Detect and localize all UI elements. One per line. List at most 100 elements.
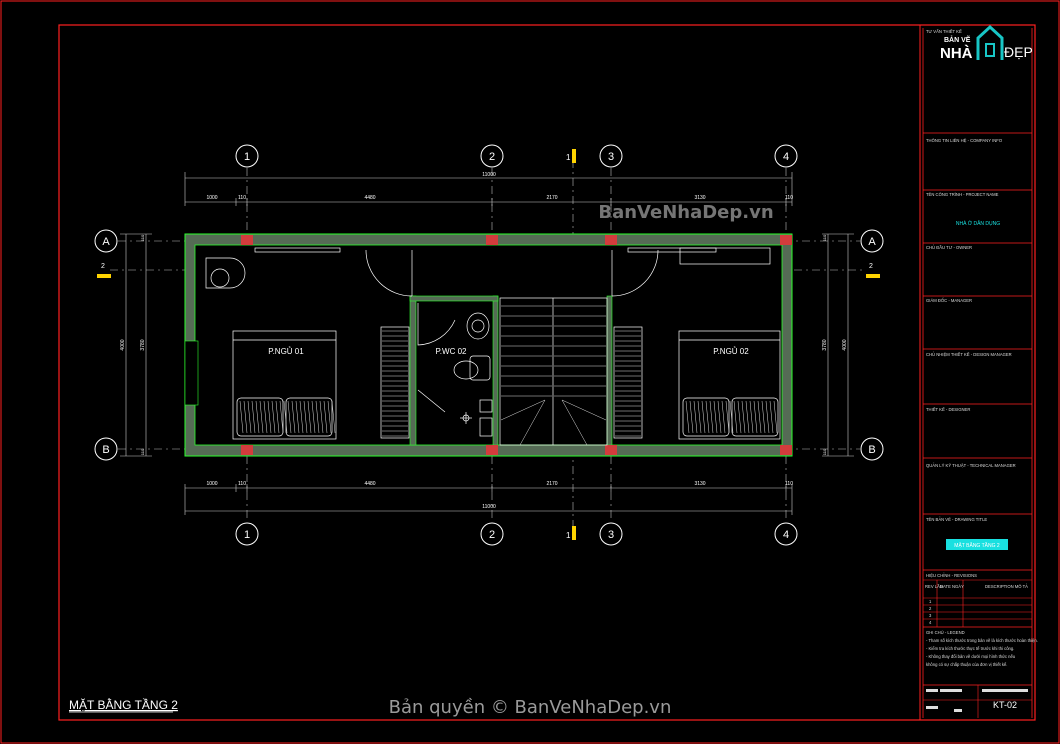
svg-text:1: 1 [244,529,250,541]
quilt-hatch [267,400,272,434]
quilt-hatch [757,400,762,434]
quilt-hatch [753,400,758,434]
logo-line2: NHÀ [940,45,973,62]
quilt-hatch [697,400,702,434]
svg-text:1: 1 [244,151,250,163]
quilt-hatch [295,400,300,434]
section-mark-2-right: 2 [869,263,873,270]
grid-bubble-a-right: A [860,229,884,253]
tb-note: - Kiểm tra kích thước thực tế trước khi … [926,646,1014,651]
stair-winder [500,399,546,421]
dim-left-outer: 4000 [120,339,126,350]
quilt-hatch [689,400,694,434]
logo: BẢN VẼ NHÀ ĐẸP [940,24,1033,62]
quilt-hatch [319,400,324,434]
tb-rev-row: 3 [929,613,932,618]
svg-text:B: B [102,444,109,456]
logo-line3: ĐẸP [1004,44,1033,60]
building-walls [184,233,793,457]
dim-left-small-top: 110 [140,234,145,241]
section-mark-2-left: 2 [101,263,105,270]
tb-header: TƯ VẤN THIẾT KẾ [926,29,962,34]
grid-bubble-a-left: A [94,229,118,253]
quilt-hatch [761,400,766,434]
quilt-hatch [733,400,738,434]
dim-right-small-top: 110 [822,234,827,241]
quilt-hatch [717,400,722,434]
tb-rev-col3: DESCRIPTION MÔ TẢ [985,584,1028,589]
room-label-bedroom-2: P.NGỦ 02 [713,347,749,356]
dim-right-outer: 4000 [842,339,848,350]
tb-project-name: NHÀ Ở DÂN DỤNG [956,220,1000,227]
tb-notes: - Tham số kích thước trong bản vẽ là kíc… [926,638,1038,667]
svg-text:3: 3 [608,529,614,541]
dim-bottom-5: 110 [785,481,793,487]
quilt-hatch [275,400,280,434]
svg-text:A: A [102,236,110,248]
dim-bottom-2: 4480 [364,481,375,487]
quilt-hatch [721,400,726,434]
hatching [239,305,778,446]
room-label-bedroom-1: P.NGỦ 01 [268,347,304,356]
tb-notes-label: GHI CHÚ - LEGEND [926,630,965,635]
tb-drawing-title-label: TÊN BẢN VẼ - DRAWING TITLE [926,517,987,522]
grid-bubble-b-left: B [94,437,118,461]
quilt-hatch [749,400,754,434]
grid-bubble-2-bottom: 2 [480,522,504,546]
quilt-hatch [279,400,284,434]
quilt-hatch [239,400,244,434]
dim-top-0: 1000 [206,195,217,201]
quilt-hatch [769,400,774,434]
title-block: BẢN VẼ NHÀ ĐẸP TƯ VẤN THIẾT KẾ THÔNG TIN… [919,24,1038,721]
quilt-hatch [737,400,742,434]
section-marks: 1 1 2 2 [97,149,880,540]
dimension-lines [120,172,854,515]
tb-note: - Tham số kích thước trong bản vẽ là kíc… [926,638,1038,643]
dim-right-inner: 3780 [822,339,828,350]
drawing-title: MẶT BẰNG TẦNG 2 [69,697,178,712]
section-mark-1-top: 1 [566,153,571,162]
svg-text:4: 4 [783,529,789,541]
svg-text:4: 4 [783,151,789,163]
quilt-hatch [709,400,714,434]
dim-bottom-1: 110 [238,481,246,487]
tb-drawing-title-box [946,539,1008,550]
sheet-code: KT-02 [993,700,1017,710]
quilt-hatch [701,400,706,434]
quilt-hatch [291,400,296,434]
quilt-hatch [315,400,320,434]
grid-bubble-2-top: 2 [480,144,504,168]
svg-text:A: A [868,236,876,248]
quilt-hatch [259,400,264,434]
quilt-hatch [327,400,332,434]
tb-rev-col2: DATE NGÀY [940,584,964,589]
quilt-hatch [303,400,308,434]
dim-top-3: 2170 [546,195,557,201]
dim-top-5: 110 [785,195,793,201]
tb-rev-row: 4 [929,620,932,625]
quilt-hatch [251,400,256,434]
room-label-wc-2: P.WC 02 [436,347,468,356]
quilt-hatch [243,400,248,434]
quilt-hatch [773,400,778,434]
tb-project-name-label: TÊN CÔNG TRÌNH - PROJECT NAME [926,192,999,197]
tb-design-manager-label: CHỦ NHIỆM THIẾT KẾ - DESIGN MANAGER [926,352,1012,357]
tb-tech-manager-label: QUẢN LÝ KỸ THUẬT - TECHNICAL MANAGER [926,463,1016,468]
quilt-hatch [685,400,690,434]
quilt-hatch [741,400,746,434]
dimension-text: 11000 1000 110 4480 2170 3130 110 1000 1… [120,172,848,510]
watermark-top: BanVeNhaDep.vn [598,202,773,223]
tb-drawing-title: MẶT BẰNG TẦNG 2 [954,541,1000,549]
tb-rev-row: 1 [929,599,932,604]
quilt-hatch [705,400,710,434]
grid-bubbles: 1 2 3 4 1 2 3 4 A A B B [94,144,884,546]
quilt-hatch [725,400,730,434]
quilt-hatch [323,400,328,434]
furniture [205,247,781,446]
tb-note: - Không thay đổi bản vẽ dưới mọi hình th… [926,654,1016,659]
dim-bottom-3: 2170 [546,481,557,487]
dim-left-inner: 3780 [140,339,146,350]
